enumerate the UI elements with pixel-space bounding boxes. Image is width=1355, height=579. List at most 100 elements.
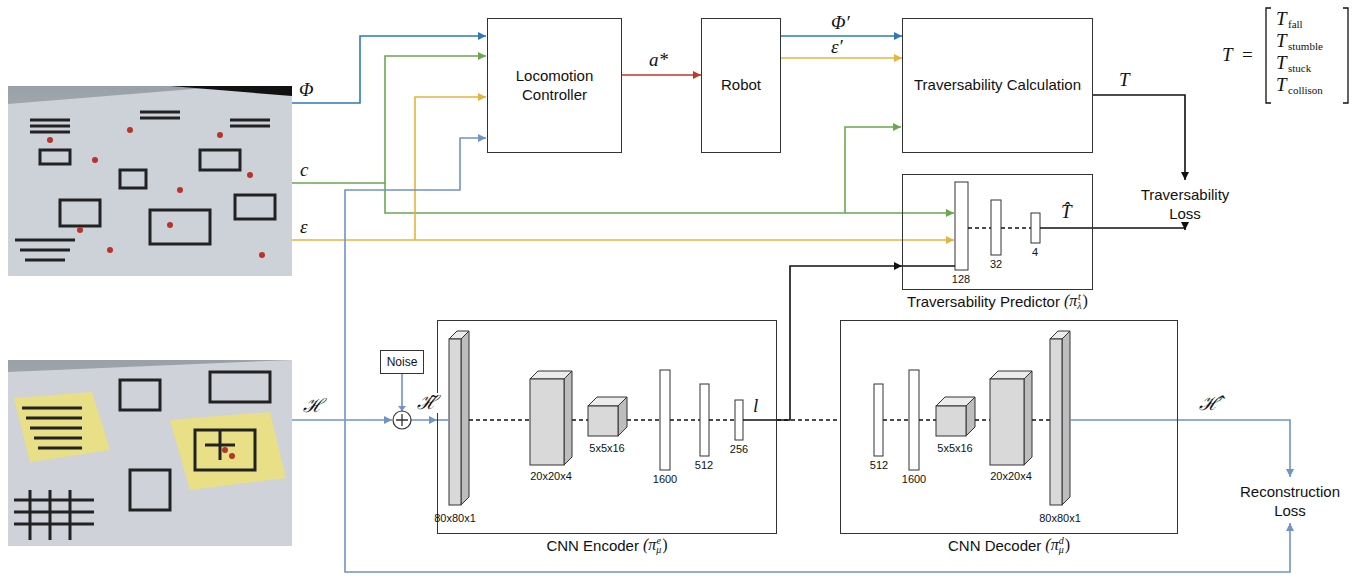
layer-link <box>975 419 990 420</box>
layer-bar <box>909 370 919 470</box>
layer-dimension: 1600 <box>902 473 926 486</box>
edge-label: ε′ <box>830 37 844 57</box>
layer-block <box>618 397 627 436</box>
network-title: CNN Encoder(πeμ) <box>546 536 667 554</box>
eps-wire <box>292 239 954 241</box>
layer-block <box>936 406 966 436</box>
node-text: Traversability Loss <box>1134 182 1237 228</box>
layer-bar <box>660 370 670 470</box>
layer-link <box>469 419 530 420</box>
matrix-entry: T <box>1276 75 1287 95</box>
h-wire <box>292 419 392 421</box>
superscript: d <box>1059 536 1064 545</box>
connector <box>622 74 701 76</box>
network-name: CNN Encoder <box>546 537 639 554</box>
layer-bar <box>1031 213 1040 243</box>
edge-label: Φ′ <box>830 13 851 33</box>
layer-block <box>1050 339 1062 505</box>
layer-dimension: 80x80x1 <box>434 512 476 525</box>
matrix-subscript: fall <box>1288 18 1303 30</box>
matrix-entry: T <box>1276 31 1287 51</box>
node-text: Reconstruction Loss <box>1233 479 1348 525</box>
layer-dimension: 80x80x1 <box>1039 512 1081 525</box>
network-title: Traversability Predictor(πtλ) <box>907 292 1088 310</box>
layer-link <box>902 265 955 267</box>
network-name: Traversability Predictor <box>907 293 1060 310</box>
layer-link <box>437 419 449 421</box>
phi-wire <box>292 36 486 103</box>
arrowhead <box>398 406 406 411</box>
signal-name: c <box>300 160 308 180</box>
layer-link <box>670 419 700 420</box>
matrix-equals: = <box>1242 45 1253 65</box>
layer-link <box>743 419 777 421</box>
edge-label: T <box>1118 70 1131 90</box>
layer-block <box>1062 331 1070 505</box>
signal-name: ε <box>300 217 308 237</box>
matrix-bracket <box>1266 8 1348 103</box>
node-text: Noise <box>386 354 419 371</box>
matrix-symbol: T <box>1222 45 1233 65</box>
layer-dimension: 128 <box>952 273 970 286</box>
signal-name: ℋ <box>303 396 323 416</box>
connector <box>1093 95 1185 180</box>
process-box: Locomotion Controller <box>487 18 622 153</box>
matrix-subscript: collison <box>1288 84 1323 96</box>
layer-link <box>1032 419 1050 420</box>
subscript: μ <box>1059 545 1064 554</box>
layer-link <box>1070 419 1178 421</box>
network-box: CNN Encoder(πeμ) <box>437 320 777 534</box>
network-box: Traversability Predictor(πtλ) <box>902 174 1093 290</box>
c-wire <box>845 127 901 213</box>
terrain-image <box>8 86 292 276</box>
layer-dimension: 1600 <box>653 473 677 486</box>
superscript: e <box>656 536 661 545</box>
connector <box>1093 228 1185 230</box>
layer-block <box>1024 371 1032 465</box>
matrix-entry: T <box>1276 53 1287 73</box>
noise-box: Noise <box>380 350 424 374</box>
layer-link <box>709 419 735 420</box>
signal-name: Φ <box>299 80 313 100</box>
layer-bar <box>955 182 968 270</box>
layer-dimension: 512 <box>695 459 713 472</box>
policy-symbol: (π <box>643 536 656 554</box>
network-name: CNN Decoder <box>948 537 1041 554</box>
layer-link <box>968 227 991 228</box>
eps-wire <box>415 97 486 240</box>
layer-bar <box>874 384 883 456</box>
layer-link <box>572 419 588 420</box>
c-wire <box>292 56 486 183</box>
layer-block <box>990 379 1024 465</box>
matrix-subscript: stumble <box>1288 40 1323 52</box>
superscript: t <box>1077 292 1081 301</box>
subscript: λ <box>1077 301 1081 310</box>
process-box: Robot <box>701 18 781 153</box>
policy-symbol: ) <box>1083 292 1088 310</box>
loss-label: Traversability Loss <box>1134 180 1237 230</box>
layer-dimension: 512 <box>870 459 888 472</box>
layer-block <box>966 397 975 436</box>
policy-symbol: ) <box>662 536 667 554</box>
layer-block <box>588 406 618 436</box>
layer-block <box>530 379 564 465</box>
layer-bar <box>700 384 709 456</box>
edge-label: a* <box>648 50 669 70</box>
edge-label: T̂ <box>1060 202 1073 222</box>
connector <box>1178 420 1290 477</box>
connector <box>781 57 902 59</box>
plus-sign <box>396 414 408 426</box>
layer-bar <box>991 200 1001 255</box>
layer-dimension: 5x5x16 <box>937 442 972 455</box>
layer-link <box>1040 227 1093 229</box>
layer-link <box>627 419 660 420</box>
layer-link <box>1001 227 1031 228</box>
h-wire <box>345 420 1290 572</box>
policy-indices: tλ <box>1077 292 1081 310</box>
layer-block <box>564 371 572 465</box>
layer-dimension: 32 <box>990 258 1002 271</box>
process-box: Traversability Calculation <box>902 18 1093 153</box>
policy-indices: dμ <box>1059 536 1064 554</box>
layer-block <box>461 331 469 505</box>
layer-dimension: 5x5x16 <box>589 442 624 455</box>
